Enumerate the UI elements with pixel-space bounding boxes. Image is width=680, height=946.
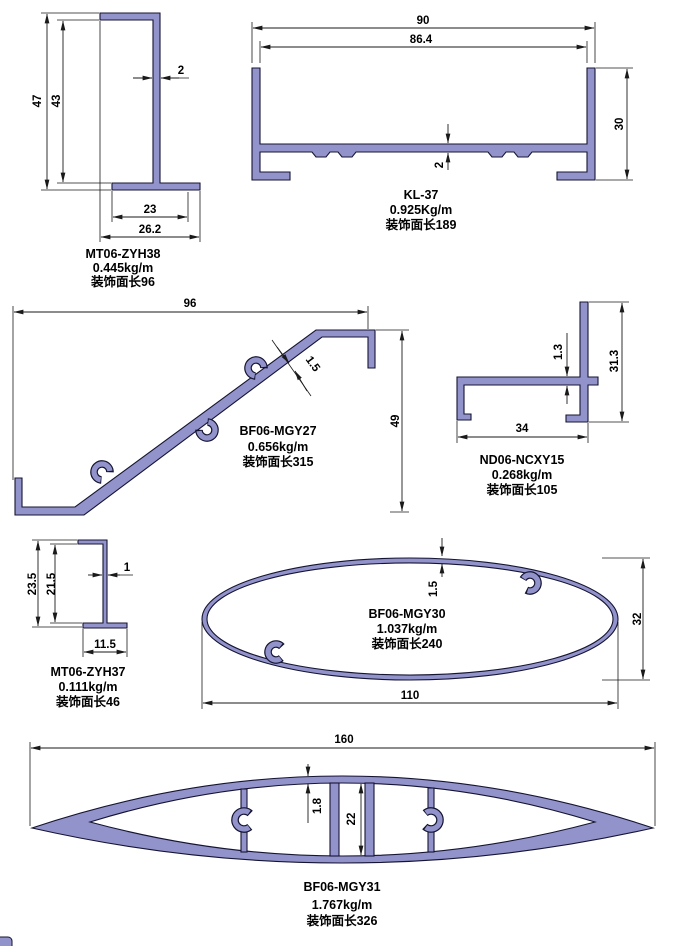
p3-hook-clip — [245, 357, 267, 379]
p6-clip — [265, 641, 287, 663]
p7-rib — [329, 782, 340, 857]
p2-dim-inner-width: 86.4 — [410, 34, 433, 46]
p7-cross-section — [29, 775, 656, 864]
p2-dim-height: 30 — [614, 118, 626, 131]
profile-bf06-mgy27: 96 1.5 49 BF06-MGY27 0.656kg/m 装饰面长315 — [12, 298, 409, 516]
p4-model-label: ND06-NCXY15 — [480, 453, 565, 467]
profile-mt06-zyh37: 23.5 21.5 1 11.5 MT06-ZYH37 0.111kg/m 装饰… — [27, 539, 133, 709]
p3-hook-clip — [91, 461, 113, 483]
p4-weight-label: 0.268kg/m — [492, 468, 552, 482]
profile-kl-37: 90 86.4 30 2 KL-37 0.925Kg/m 装饰面长189 — [251, 15, 633, 232]
p5-weight-label: 0.111kg/m — [58, 680, 117, 694]
p5-face-label: 装饰面长46 — [55, 694, 120, 709]
p1-cross-section — [99, 12, 201, 191]
p6-face-label: 装饰面长240 — [371, 636, 443, 651]
p7-dim-thickness: 1.8 — [312, 797, 324, 814]
p4-dim-height: 31.3 — [609, 350, 621, 372]
p4-dim-thickness: 1.3 — [553, 344, 565, 360]
p1-dim-height: 47 — [32, 95, 44, 108]
p5-model-label: MT06-ZYH37 — [50, 665, 125, 679]
p4-face-label: 装饰面长105 — [486, 482, 558, 497]
p7-clip — [232, 808, 256, 832]
p2-face-label: 装饰面长189 — [385, 217, 457, 232]
p5-dim-width: 11.5 — [94, 639, 116, 651]
profile-bf06-mgy31: 160 1.8 22 BF06-MGY31 1.767kg/m 装饰面长326 — [29, 734, 656, 928]
p7-clip — [419, 808, 443, 832]
p1-model-label: MT06-ZYH38 — [85, 247, 160, 261]
p2-dim-thickness: 2 — [434, 162, 446, 168]
p2-dim-width: 90 — [417, 15, 430, 27]
p3-dim-height: 49 — [390, 415, 402, 428]
p6-dim-thickness: 1.5 — [428, 580, 440, 597]
p3-dim-thickness-arrow — [294, 370, 308, 392]
p6-weight-label: 1.037kg/m — [377, 622, 437, 636]
p1-dim-inner-height: 43 — [51, 95, 63, 108]
p3-face-label: 装饰面长315 — [242, 454, 314, 469]
p7-dim-width: 160 — [334, 734, 353, 746]
p6-model-label: BF06-MGY30 — [368, 607, 445, 621]
p5-dim-height: 23.5 — [27, 572, 39, 595]
p2-weight-label: 0.925Kg/m — [390, 203, 453, 217]
profile-bf06-mgy30: 1.5 32 110 BF06-MGY30 1.037kg/m 装饰面长240 — [201, 538, 650, 709]
cropped-profile-fragment — [0, 936, 13, 946]
p3-dim-width: 96 — [184, 298, 197, 310]
p7-face-label: 装饰面长326 — [306, 913, 378, 928]
p5-cross-section — [77, 539, 128, 629]
p4-dim-width: 34 — [516, 423, 529, 435]
p7-model-label: BF06-MGY31 — [303, 880, 380, 894]
p3-dim-thickness-arrow — [276, 346, 290, 364]
p3-cross-section — [14, 329, 376, 516]
p7-weight-label: 1.767kg/m — [312, 898, 372, 912]
p6-dim-height: 32 — [632, 613, 644, 626]
p3-hook-clip — [196, 419, 218, 441]
p7-dim-height: 22 — [346, 813, 358, 826]
p1-dim-width: 26.2 — [139, 224, 161, 236]
profile-nd06-ncxy15: 1.3 31.3 34 ND06-NCXY15 0.268kg/m 装饰面长10… — [456, 301, 629, 497]
p2-cross-section — [251, 67, 596, 181]
p4-cross-section — [456, 301, 599, 423]
p1-dim-thickness: 2 — [178, 65, 184, 77]
p6-cross-section — [201, 557, 619, 681]
p2-model-label: KL-37 — [404, 188, 439, 202]
p5-dim-thickness: 1 — [124, 562, 131, 574]
p1-dim-inner-width: 23 — [144, 204, 157, 216]
p7-rib — [364, 782, 375, 857]
p5-dim-inner-height: 21.5 — [46, 572, 58, 595]
p6-clip — [519, 572, 541, 594]
profile-mt06-zyh38: 47 43 2 23 26.2 MT06-ZYH38 0.445kg/m 装饰面… — [32, 12, 201, 289]
p6-dim-width: 110 — [401, 690, 420, 702]
p1-weight-label: 0.445kg/m — [93, 261, 153, 275]
p3-dim-thickness: 1.5 — [303, 354, 322, 374]
p1-face-label: 装饰面长96 — [90, 274, 155, 289]
p3-weight-label: 0.656kg/m — [248, 440, 308, 454]
p3-model-label: BF06-MGY27 — [239, 424, 316, 438]
